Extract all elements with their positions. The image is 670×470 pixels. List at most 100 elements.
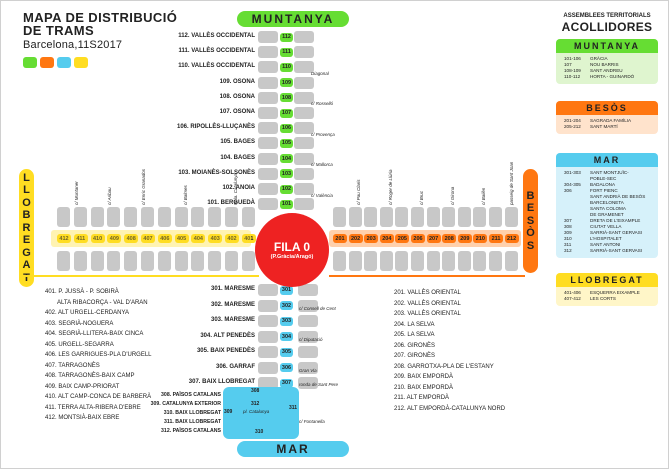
besos-list-item: 201. VALLÈS ORIENTAL xyxy=(394,290,461,296)
legend-district: SANT ANDRIÀ DE BESÒS xyxy=(590,194,646,199)
besos-list-item: 210. BAIX EMPORDÀ xyxy=(394,384,454,391)
plaza-312: 312 xyxy=(251,401,260,407)
section-pill-111: 111 xyxy=(280,47,293,57)
grid-block xyxy=(258,76,278,89)
swatch-mar xyxy=(57,57,71,68)
grid-block xyxy=(225,207,238,227)
banner-letter: G xyxy=(22,246,31,259)
section-label-109: 109. OSONA xyxy=(219,78,255,85)
section-label-307: 307. BAIX LLOBREGAT xyxy=(188,379,255,385)
section-pill-403: 403 xyxy=(208,234,223,243)
street-label: Rbla. Catalunya xyxy=(233,172,239,205)
grid-block xyxy=(294,137,314,150)
banner-letter: E xyxy=(526,202,535,215)
grid-block xyxy=(294,61,314,74)
section-pill-212: 212 xyxy=(504,234,519,243)
grid-block xyxy=(379,251,393,271)
legend-district: SANT MARTÍ xyxy=(590,124,618,129)
section-pill-104: 104 xyxy=(280,154,293,164)
section-label-303: 303. MARESME xyxy=(210,317,255,323)
grid-block xyxy=(258,330,278,343)
center-fila-0: FILA 0 (P.Gràcia/Aragó) xyxy=(255,213,329,287)
legend-range: 108-109 xyxy=(564,68,581,73)
section-pill-411: 411 xyxy=(73,234,88,243)
grid-block xyxy=(124,251,138,271)
legend-range: 110-112 xyxy=(564,74,581,79)
section-pill-206: 206 xyxy=(411,234,425,243)
legend-district: FORT PIENC xyxy=(590,188,618,193)
grid-block xyxy=(124,207,138,227)
plaza-list-item: 308. PAÏSOS CATALANS xyxy=(161,392,221,398)
section-pill-412: 412 xyxy=(57,234,71,243)
legend-range: 205-212 xyxy=(564,124,581,129)
grid-block xyxy=(426,251,440,271)
llobregat-list-item: 406. LES GARRIGUES-PLA D'URGELL xyxy=(45,352,152,358)
legend-row: DE GRAMENET xyxy=(564,212,654,218)
legend-row: 205-212 SANT MARTÍ xyxy=(564,124,654,130)
grid-block xyxy=(294,122,314,135)
street-label: passeig de Sant Joan xyxy=(509,161,515,205)
grid-block xyxy=(348,251,362,271)
legend-range: 312 xyxy=(564,248,572,253)
legend-district: LES CORTS xyxy=(590,296,616,301)
legend-group-title: BESÒS xyxy=(556,101,658,115)
grid-block xyxy=(489,251,502,271)
grid-block xyxy=(191,251,205,271)
grid-block xyxy=(208,251,222,271)
legend-district: L'HOSPITALET xyxy=(590,236,622,241)
section-pill-207: 207 xyxy=(426,234,441,243)
grid-block xyxy=(157,207,171,227)
section-pill-211: 211 xyxy=(489,234,503,243)
grid-block xyxy=(107,207,121,227)
plaza-list-item: 309. CATALUNYA EXTERIOR xyxy=(150,401,221,407)
besos-list-item: 203. VALLÈS ORIENTAL xyxy=(394,311,461,317)
section-pill-307: 307 xyxy=(280,378,293,388)
swatch-muntanya xyxy=(23,57,37,68)
section-pill-108: 108 xyxy=(280,93,293,103)
grid-block xyxy=(294,76,314,89)
section-label-101: 101. BERGUEDÀ xyxy=(207,200,255,207)
grid-block xyxy=(298,346,318,358)
grid-block xyxy=(457,207,471,227)
legend-district: SAGRADA FAMÍLIA xyxy=(590,118,632,123)
grid-block xyxy=(258,122,278,135)
street-label: c/ Provença xyxy=(311,131,335,137)
section-pill-408: 408 xyxy=(124,234,139,243)
section-pill-109: 109 xyxy=(280,78,293,88)
grid-block xyxy=(442,251,456,271)
street-label: c/ Fontanella xyxy=(299,419,325,425)
section-label-304: 304. ALT PENEDÈS xyxy=(200,332,255,339)
street-label: c/ Pau Claris xyxy=(356,179,362,205)
banner-letter: O xyxy=(22,196,31,209)
grid-block xyxy=(258,167,278,180)
grid-block xyxy=(294,46,314,59)
section-pill-201: 201 xyxy=(333,234,347,243)
section-label-108: 108. OSONA xyxy=(219,93,255,100)
llobregat-list-item: 409. BAIX CAMP-PRIORAT xyxy=(45,383,120,390)
section-label-105: 105. BAGES xyxy=(220,139,255,146)
grid-block xyxy=(504,207,518,227)
legend-row: SANT ANDRIÀ DE BESÒS xyxy=(564,194,654,200)
grid-block xyxy=(294,198,314,211)
grid-block xyxy=(157,251,171,271)
street-label: ronda de Sant Pere xyxy=(299,382,339,388)
plaza-310: 310 xyxy=(255,429,264,435)
legend-district: SANT ANDREU xyxy=(590,68,623,73)
plaza-308: 308 xyxy=(251,388,260,394)
section-pill-102: 102 xyxy=(280,184,293,194)
besos-list-item: 206. GIRONÈS xyxy=(394,342,436,349)
title-line-1: MAPA DE DISTRIBUCIÓ xyxy=(23,10,178,25)
